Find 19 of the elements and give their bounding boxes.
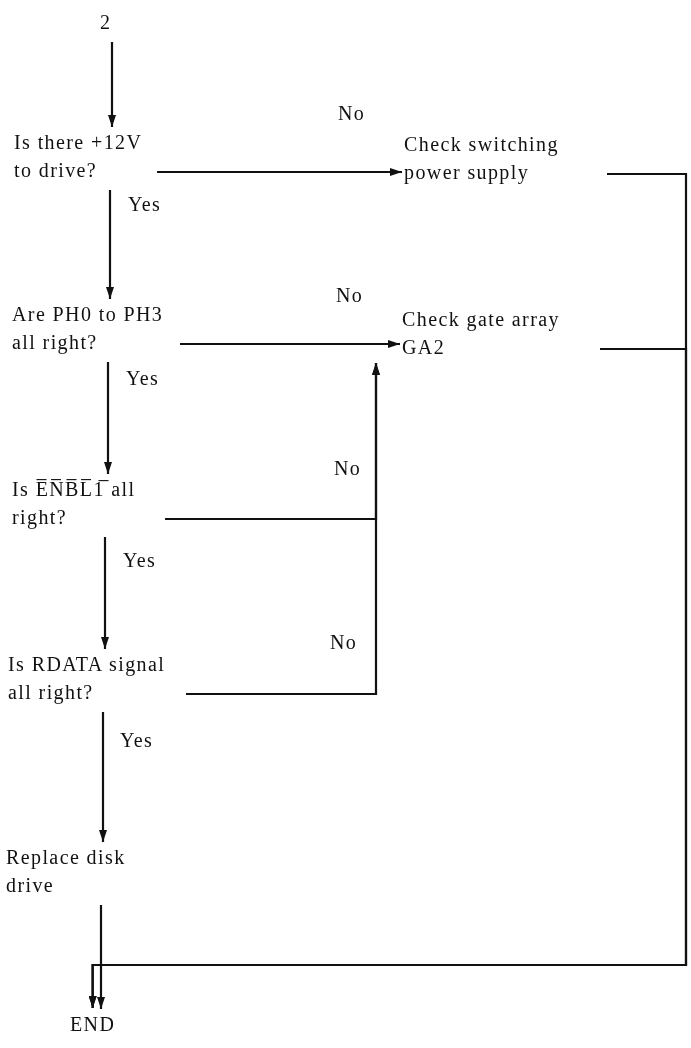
arrow	[157, 168, 402, 176]
arrow	[180, 340, 400, 348]
arrow	[101, 537, 109, 649]
arrow	[106, 190, 114, 299]
arrow	[108, 42, 116, 127]
step-text: Is E̅N̅B̅L̅1̅ all right?	[12, 475, 162, 531]
end-terminal-text: END	[70, 1010, 116, 1038]
step-text: Is RDATA signal all right?	[8, 650, 183, 706]
step-text: Replace disk drive	[6, 843, 166, 899]
step-text: Check switching power supply	[404, 130, 604, 186]
arrow	[104, 362, 112, 474]
connector-number: 2	[100, 8, 112, 36]
arrow	[88, 347, 688, 1008]
step-text: Is there +12V to drive?	[14, 128, 154, 184]
arrow	[186, 363, 380, 696]
arrow	[97, 905, 105, 1009]
arrow	[99, 712, 107, 842]
step-text: Check gate array GA2	[402, 305, 597, 361]
step-text: Are PH0 to PH3 all right?	[12, 300, 177, 356]
